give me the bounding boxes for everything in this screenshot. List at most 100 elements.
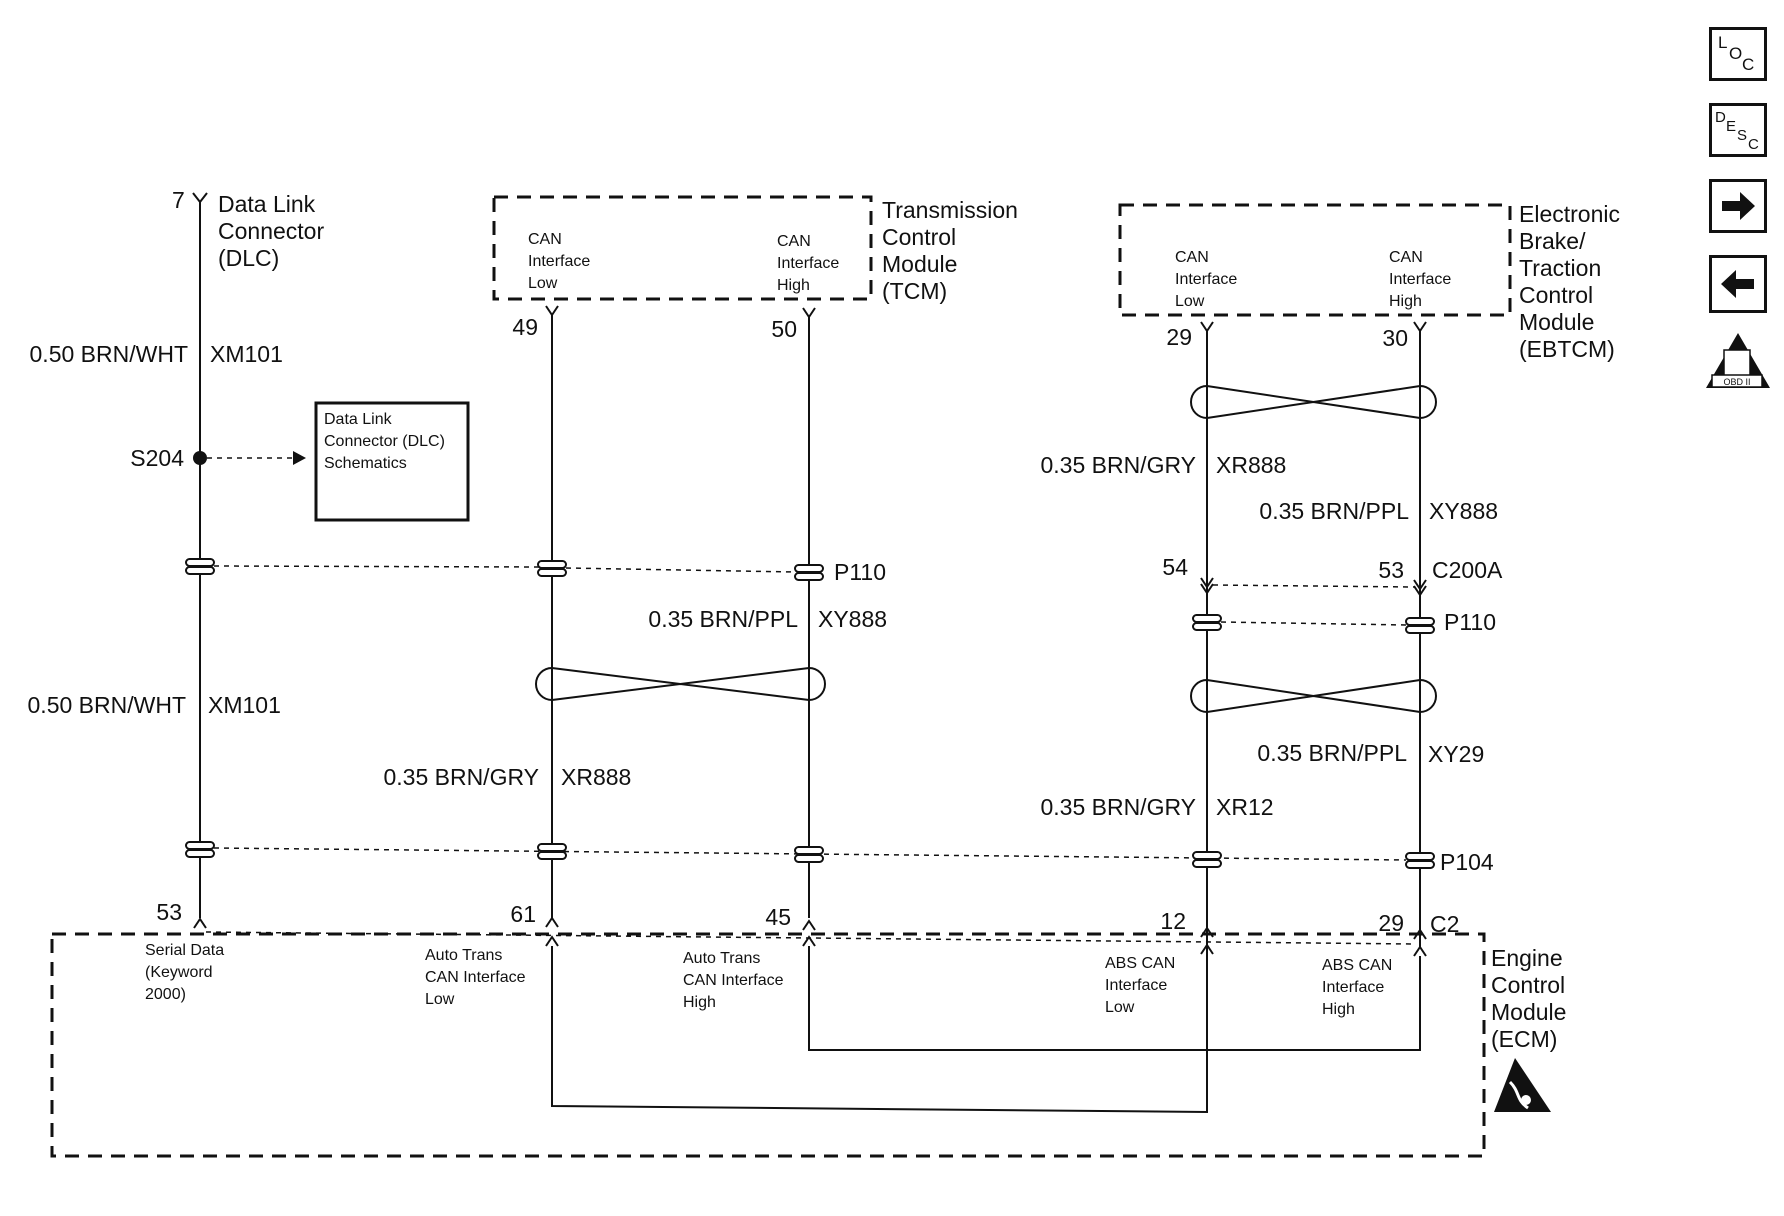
p110-dashed-link-left xyxy=(213,565,541,568)
loc-letter-c: C xyxy=(1742,55,1754,74)
connector-p104-ebtcm-high xyxy=(1405,852,1435,869)
ecm-pin-12: 12 xyxy=(1160,908,1186,934)
dlc-pin-number: 7 xyxy=(172,187,185,213)
ebtcm-pin-low: 29 xyxy=(1166,324,1192,350)
p110-dashed-link-tcm xyxy=(565,567,796,573)
dlc-wire-color-bottom: 0.50 BRN/WHT xyxy=(28,692,186,718)
connector-p110-tcm-low xyxy=(537,560,567,577)
loc-letter-l: L xyxy=(1718,33,1727,52)
dlc-circuit-top: XM101 xyxy=(210,341,283,367)
dlc-pin-symbol xyxy=(192,192,208,204)
ebtcm-high-circuit-2: XY29 xyxy=(1428,741,1484,767)
tcm-pin-low: 49 xyxy=(512,314,538,340)
tcm-low-wire-color: 0.35 BRN/GRY xyxy=(383,764,539,790)
ebtcm-low-circuit: XR888 xyxy=(1216,452,1286,478)
p110-dashed-link-ebtcm xyxy=(1220,621,1407,626)
ebtcm-module-box xyxy=(1118,203,1512,317)
splice-ref-arrowhead xyxy=(293,451,306,465)
connector-p110-tcm-high xyxy=(794,564,824,581)
tcm-title: Transmission Control Module (TCM) xyxy=(882,197,1024,304)
ecm-internal-abs-high-jumper xyxy=(808,946,1421,1051)
ecm-pin-12-symbol xyxy=(1200,926,1214,955)
tcm-can-high-label: CAN Interface High xyxy=(777,233,844,294)
dlc-section: 7 Data Link Connector (DLC) 0.50 BRN/WHT… xyxy=(28,187,470,918)
esd-sensitive-icon xyxy=(1494,1058,1551,1112)
desc-letter-e: E xyxy=(1726,118,1736,135)
c200a-low-symbol xyxy=(1200,577,1214,595)
tcm-pin-high: 50 xyxy=(771,316,797,342)
loc-letter-o: O xyxy=(1729,44,1742,63)
tcm-pin-low-symbol xyxy=(545,305,559,317)
prev-page-button[interactable] xyxy=(1709,255,1767,313)
ecm-pin-45-symbol xyxy=(802,919,816,947)
splice-s204 xyxy=(193,451,207,465)
ebtcm-p110-label: P110 xyxy=(1444,609,1496,635)
connector-p104-ebtcm-low xyxy=(1192,851,1222,868)
ecm-serial-data-label: Serial Data (Keyword 2000) xyxy=(145,942,229,1003)
dlc-schematics-ref-box[interactable]: Data Link Connector (DLC) Schematics xyxy=(314,401,470,522)
c2-label: C2 xyxy=(1430,911,1459,937)
p104-label: P104 xyxy=(1440,849,1494,875)
connector-p104-tcm-low xyxy=(537,843,567,860)
ecm-pin-61-symbol xyxy=(545,916,559,947)
ebtcm-can-high-label: CAN Interface High xyxy=(1389,249,1456,310)
ecm-title: Engine Control Module (ECM) xyxy=(1491,945,1573,1052)
tcm-pin-high-symbol xyxy=(802,307,816,319)
ebtcm-high-circuit: XY888 xyxy=(1429,498,1498,524)
obd-ii-label: OBD II xyxy=(1723,377,1750,387)
ecm-pin-29: 29 xyxy=(1378,910,1404,936)
c200a-dashed-link xyxy=(1212,584,1415,588)
splice-s204-label: S204 xyxy=(130,445,184,471)
connector-p104-tcm-high xyxy=(794,846,824,863)
connector-p110-ebtcm-high xyxy=(1405,617,1435,634)
ebtcm-high-wire-color-2: 0.35 BRN/PPL xyxy=(1257,740,1407,766)
desc-letter-c: C xyxy=(1748,136,1759,153)
ebtcm-low-circuit-2: XR12 xyxy=(1216,794,1274,820)
tcm-high-circuit: XY888 xyxy=(818,606,887,632)
ebtcm-low-wire-color-2: 0.35 BRN/GRY xyxy=(1040,794,1196,820)
ebtcm-pin-high-symbol xyxy=(1413,321,1427,333)
c200a-high-symbol xyxy=(1413,579,1427,597)
desc-letter-s: S xyxy=(1737,127,1747,144)
ebtcm-title: Electronic Brake/ Traction Control Modul… xyxy=(1519,201,1626,362)
ecm-pin-29-symbol xyxy=(1413,928,1427,957)
connector-p104-dlc xyxy=(185,841,215,858)
obd-ii-icon[interactable]: OBD II xyxy=(1706,333,1770,388)
tcm-can-low-label: CAN Interface Low xyxy=(528,231,595,292)
ebtcm-twisted-pair-bottom xyxy=(1190,679,1437,713)
ebtcm-pin-high: 30 xyxy=(1382,325,1408,351)
next-page-button[interactable] xyxy=(1709,179,1767,233)
ecm-internal-abs-low-jumper xyxy=(551,946,1208,1114)
ecm-section: 53 61 45 12 29 C2 Serial Data (Keyword 2… xyxy=(50,899,1573,1158)
dlc-title: Data Link Connector (DLC) xyxy=(218,191,331,271)
ebtcm-twisted-pair-top xyxy=(1190,385,1437,419)
ecm-pin-53-symbol xyxy=(193,917,207,929)
tcm-low-circuit: XR888 xyxy=(561,764,631,790)
tcm-twisted-pair xyxy=(535,667,826,701)
desc-button[interactable]: D E S C xyxy=(1709,103,1767,157)
connector-p110-dlc xyxy=(185,558,215,575)
ecm-abs-can-high-label: ABS CAN Interface High xyxy=(1322,957,1397,1018)
connector-p110-ebtcm-low xyxy=(1192,614,1222,631)
c200a-pin-low: 54 xyxy=(1162,554,1188,580)
ecm-at-can-low-label: Auto Trans CAN Interface Low xyxy=(425,947,530,1008)
dlc-circuit-bottom: XM101 xyxy=(208,692,281,718)
ecm-pin-53: 53 xyxy=(156,899,182,925)
ecm-module-box xyxy=(50,932,1486,1158)
arrow-right-icon xyxy=(1722,192,1755,220)
ebtcm-low-wire-color: 0.35 BRN/GRY xyxy=(1040,452,1196,478)
arrow-left-icon xyxy=(1721,270,1754,298)
ecm-abs-can-low-label: ABS CAN Interface Low xyxy=(1105,955,1180,1016)
ecm-pin-61: 61 xyxy=(510,901,536,927)
tcm-section: CAN Interface Low CAN Interface High Tra… xyxy=(383,195,1024,918)
dlc-wire-color-top: 0.50 BRN/WHT xyxy=(30,341,188,367)
ebtcm-high-wire-color: 0.35 BRN/PPL xyxy=(1259,498,1409,524)
c200a-pin-high: 53 xyxy=(1378,557,1404,583)
dlc-schematics-ref-text: Data Link Connector (DLC) Schematics xyxy=(324,411,449,472)
loc-button[interactable]: L O C xyxy=(1709,27,1767,81)
ecm-at-can-high-label: Auto Trans CAN Interface High xyxy=(683,950,788,1011)
c200a-label: C200A xyxy=(1432,557,1503,583)
ebtcm-pin-low-symbol xyxy=(1200,321,1214,333)
tcm-p110-label: P110 xyxy=(834,559,886,585)
tcm-module-box xyxy=(492,195,873,301)
